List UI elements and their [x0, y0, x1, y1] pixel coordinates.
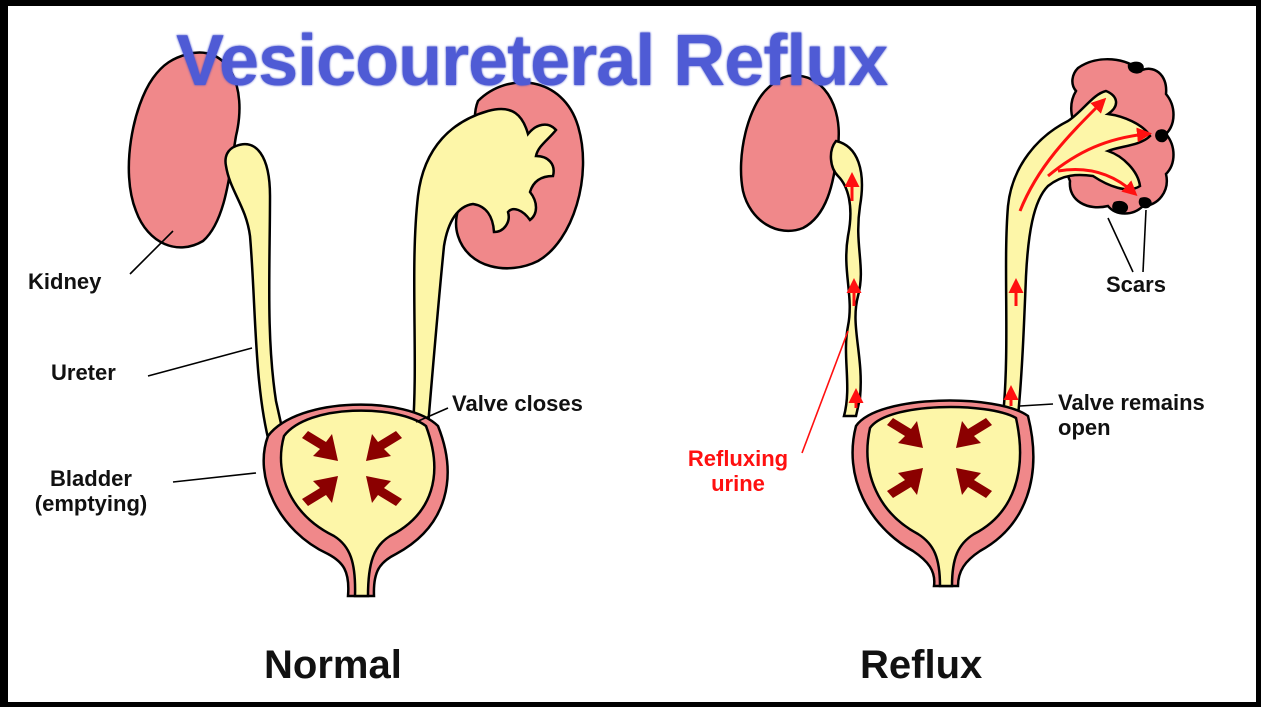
diagram-illustration [127, 51, 1175, 598]
label-valve-closes: Valve closes [452, 391, 583, 416]
diagram-title: Vesicoureteral Reflux [176, 21, 888, 101]
label-valve-remains-open: Valve remains open [1058, 390, 1205, 441]
leader-lines [129, 209, 1147, 483]
refluxing-urine-pointer [801, 330, 849, 454]
caption-normal: Normal [264, 643, 402, 687]
label-refluxing-urine: Refluxing urine [668, 446, 808, 497]
reflux-diagram [739, 57, 1175, 588]
label-bladder-line1: Bladder [50, 466, 132, 491]
label-kidney: Kidney [28, 269, 102, 294]
diagram-frame: Vesicoureteral Reflux Kidney Ureter Blad… [8, 6, 1256, 702]
reflux-left-kidney [739, 74, 841, 233]
reflux-left-ureter [829, 139, 864, 418]
reflux-bladder-urine [866, 405, 1022, 588]
label-refluxing-line2: urine [711, 471, 765, 497]
label-bladder: Bladder (emptying) [16, 466, 166, 517]
caption-reflux: Reflux [860, 643, 983, 687]
label-scars: Scars [1106, 272, 1166, 297]
reflux-contraction-arrows [887, 418, 992, 498]
scar-patches [1112, 61, 1169, 214]
reflux-right-ureter [1001, 89, 1152, 418]
normal-right-ureter [411, 107, 558, 428]
normal-left-kidney [127, 51, 241, 249]
normal-left-ureter [224, 143, 288, 448]
reflux-urine-arrows [844, 97, 1152, 408]
label-valve-remains-line2: open [1058, 415, 1111, 441]
label-refluxing-line1: Refluxing [687, 446, 789, 471]
normal-diagram [127, 51, 585, 598]
label-ureter: Ureter [51, 360, 116, 385]
normal-contraction-arrows [302, 431, 402, 506]
label-bladder-line2: (emptying) [34, 491, 148, 517]
label-valve-remains-line1: Valve remains [1058, 390, 1205, 415]
